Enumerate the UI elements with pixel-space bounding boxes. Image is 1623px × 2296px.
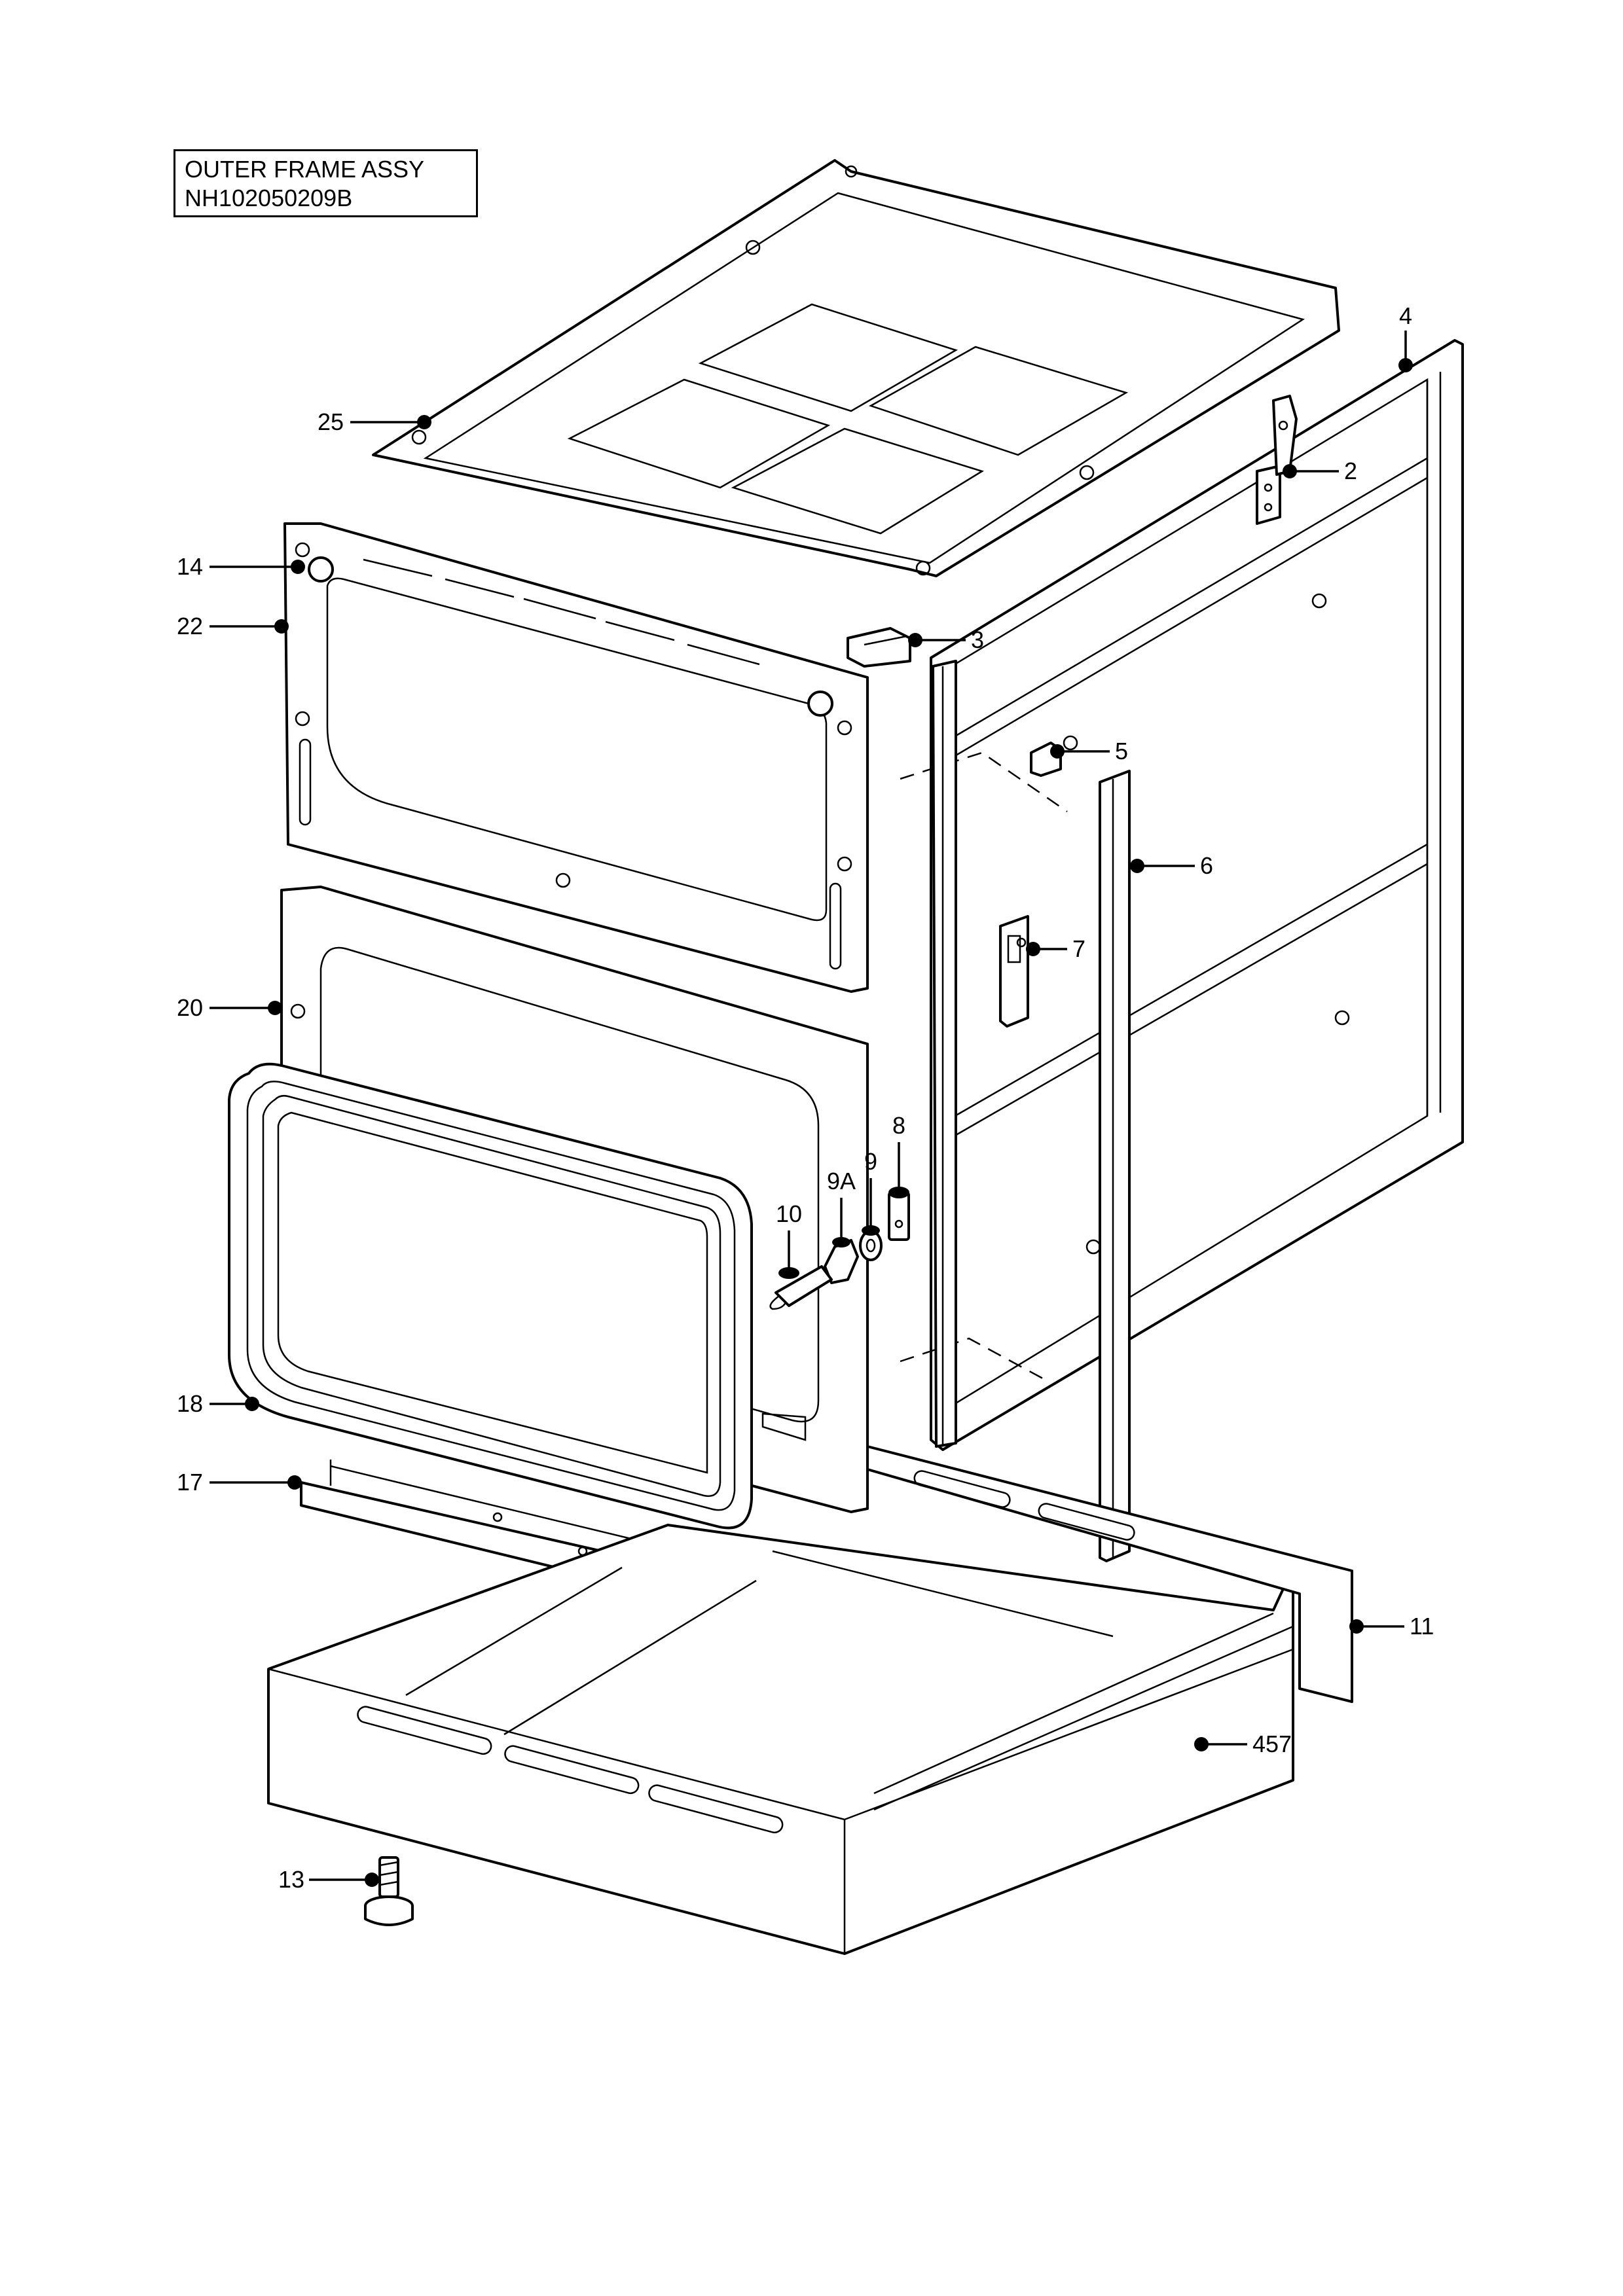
front-strip (932, 660, 957, 1448)
callout-7: 7 (1026, 935, 1085, 962)
callout-label-5: 5 (1115, 738, 1128, 764)
plate-part-8 (888, 1191, 910, 1241)
callout-20: 20 (177, 994, 282, 1021)
bracket-part-7 (999, 915, 1029, 1028)
callout-10: 10 (776, 1200, 802, 1279)
callout-label-4: 4 (1399, 302, 1412, 329)
door-seal-part-18 (228, 1062, 753, 1530)
title-box: OUTER FRAME ASSY NH102050209B (173, 149, 478, 217)
callout-label-22: 22 (177, 613, 203, 639)
callout-5: 5 (1050, 738, 1128, 764)
rear-rail-part-11 (772, 1445, 1353, 1703)
clip-part-3 (847, 627, 911, 668)
callout-11: 11 (1349, 1613, 1434, 1640)
spark-plug-part-10 (769, 1265, 833, 1310)
callout-label-14: 14 (177, 553, 203, 580)
callout-457: 457 (1194, 1731, 1292, 1757)
callout-label-6: 6 (1200, 852, 1213, 879)
hinge-part-2 (1256, 395, 1298, 525)
title-line-2: NH102050209B (185, 185, 353, 211)
callout-label-457: 457 (1252, 1731, 1292, 1757)
callout-label-13: 13 (278, 1866, 304, 1893)
callout-17: 17 (177, 1469, 302, 1496)
callout-9A: 9A (827, 1168, 856, 1247)
callout-2: 2 (1283, 457, 1357, 484)
callout-label-25: 25 (318, 408, 344, 435)
callout-18: 18 (177, 1390, 259, 1417)
callout-8: 8 (888, 1112, 909, 1198)
callout-label-9: 9 (864, 1148, 877, 1175)
back-panel-part-22 (283, 522, 869, 993)
callout-22: 22 (177, 613, 289, 639)
callout-label-3: 3 (971, 626, 984, 653)
callout-9: 9 (862, 1148, 880, 1236)
callout-label-2: 2 (1344, 457, 1357, 484)
callout-label-18: 18 (177, 1390, 203, 1417)
base-frame-part-457 (267, 1524, 1294, 1955)
callout-13: 13 (278, 1866, 379, 1893)
callout-label-17: 17 (177, 1469, 203, 1496)
callout-label-9A: 9A (827, 1168, 856, 1194)
callout-label-8: 8 (892, 1112, 905, 1139)
callout-label-7: 7 (1072, 935, 1085, 962)
nut-part-9A (824, 1239, 859, 1284)
vertical-post-part-6 (1099, 770, 1131, 1562)
callout-3: 3 (908, 626, 984, 653)
callout-4: 4 (1398, 302, 1413, 372)
callout-14: 14 (177, 553, 305, 580)
callout-label-10: 10 (776, 1200, 802, 1227)
callout-label-11: 11 (1410, 1613, 1434, 1640)
callout-25: 25 (318, 408, 431, 435)
title-line-1: OUTER FRAME ASSY (185, 156, 425, 183)
top-panel-part-25 (372, 159, 1340, 577)
foot-part-13 (364, 1856, 414, 1926)
callout-6: 6 (1130, 852, 1213, 879)
callout-label-20: 20 (177, 994, 203, 1021)
